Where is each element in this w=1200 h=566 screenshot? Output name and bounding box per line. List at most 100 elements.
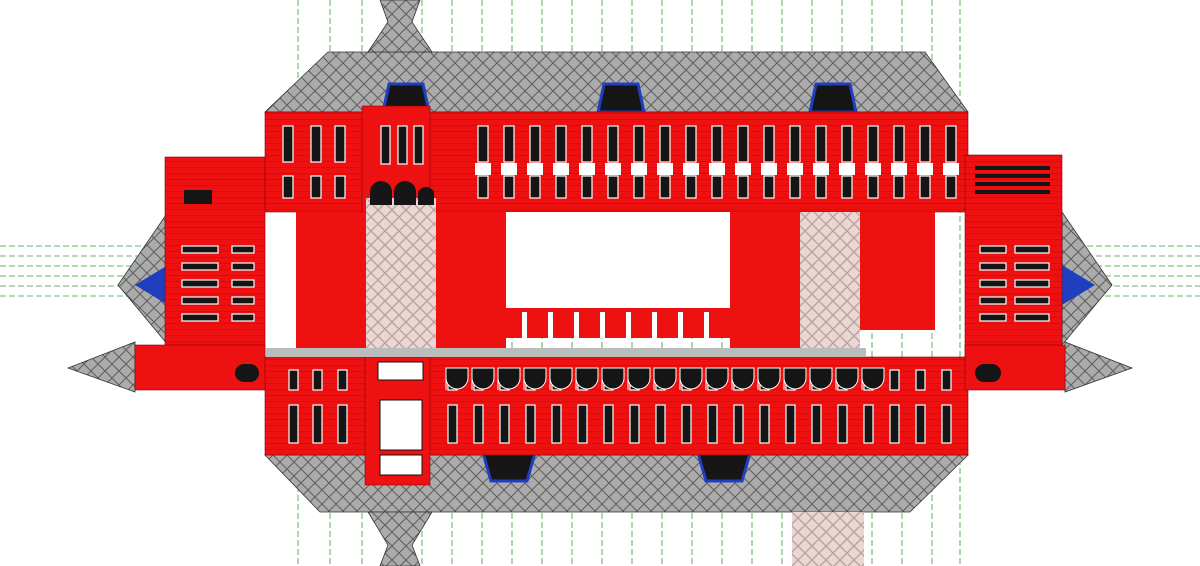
window-icon [581, 175, 593, 199]
window-icon [681, 404, 692, 444]
window-icon [310, 125, 322, 163]
window-icon [503, 125, 515, 163]
window-sill [553, 163, 569, 175]
arched-windows [445, 367, 885, 390]
window-icon [288, 369, 299, 391]
spire-bottom [367, 511, 433, 566]
arched-window-icon [861, 367, 885, 390]
window-icon [941, 369, 952, 391]
window-icon [477, 175, 489, 199]
window-icon [312, 369, 323, 391]
window-icon [889, 369, 900, 391]
window-icon [941, 404, 952, 444]
window-icon [915, 404, 926, 444]
arched-window-icon [809, 367, 833, 390]
window-icon [525, 404, 536, 444]
window-icon [893, 125, 905, 163]
window-icon [447, 404, 458, 444]
window-sill [501, 163, 517, 175]
arched-window-icon [575, 367, 599, 390]
window-sill [657, 163, 673, 175]
window-icon [789, 125, 801, 163]
window-icon [811, 404, 822, 444]
window-icon [181, 279, 219, 288]
window-icon [785, 404, 796, 444]
window-icon [633, 175, 645, 199]
dormer-icon [481, 451, 537, 483]
post [548, 312, 553, 338]
window-sill [865, 163, 881, 175]
post [704, 312, 709, 338]
window-icon [380, 125, 391, 165]
window-icon [841, 125, 853, 163]
arched-window-icon [601, 367, 625, 390]
window-icon [889, 404, 900, 444]
window-icon [659, 175, 671, 199]
window-icon [945, 125, 957, 163]
arched-window-icon [471, 367, 495, 390]
window-icon [711, 125, 723, 163]
window-icon [529, 175, 541, 199]
post [574, 312, 579, 338]
arched-window-icon [731, 367, 755, 390]
window-sill [735, 163, 751, 175]
window-icon [555, 175, 567, 199]
window-icon [473, 404, 484, 444]
window-icon [863, 404, 874, 444]
roofs [66, 0, 1134, 566]
post [626, 312, 631, 338]
arched-window-icon [783, 367, 807, 390]
window-icon [477, 125, 489, 163]
spire-left [66, 341, 136, 393]
tower-north-arches [370, 181, 434, 205]
window-icon [763, 175, 775, 199]
window-icon [789, 175, 801, 199]
window-icon [893, 175, 905, 199]
window-icon [577, 404, 588, 444]
court-bottom-strip [506, 308, 730, 338]
window-icon [759, 404, 770, 444]
window-icon [503, 175, 515, 199]
paving-court-east [800, 212, 860, 350]
window-icon [979, 279, 1007, 288]
window-icon [979, 262, 1007, 271]
window-icon [551, 404, 562, 444]
window-sill [787, 163, 803, 175]
inner-east-block [730, 212, 800, 357]
window-icon [181, 245, 219, 254]
window-sill [709, 163, 725, 175]
window-icon [919, 125, 931, 163]
inner-west-block [296, 212, 366, 357]
window-sill [761, 163, 777, 175]
window-icon [685, 175, 697, 199]
gable-left [135, 265, 168, 305]
window-icon [733, 404, 744, 444]
window-icon [979, 296, 1007, 305]
tower-south-glazing [377, 361, 424, 476]
window-icon [979, 313, 1007, 322]
window-icon [1014, 296, 1050, 305]
window-icon [499, 404, 510, 444]
courtyard-posts [522, 312, 709, 338]
window-sill [943, 163, 959, 175]
arched-window-icon [653, 367, 677, 390]
window-icon [815, 175, 827, 199]
window-icon [975, 174, 1050, 178]
window-icon [282, 125, 294, 163]
paving-strip [792, 512, 864, 566]
window-icon [337, 369, 348, 391]
arched-window-icon [679, 367, 703, 390]
inner-far-east [860, 212, 935, 330]
window-icon [607, 175, 619, 199]
window-icon [867, 175, 879, 199]
arched-window-icon [523, 367, 547, 390]
window-icon [397, 125, 408, 165]
window-sill [813, 163, 829, 175]
window-icon [685, 125, 697, 163]
arched-window-icon [497, 367, 521, 390]
window-icon [181, 262, 219, 271]
arched-window-icon [627, 367, 651, 390]
window-icon [659, 125, 671, 163]
window-icon [334, 175, 346, 199]
